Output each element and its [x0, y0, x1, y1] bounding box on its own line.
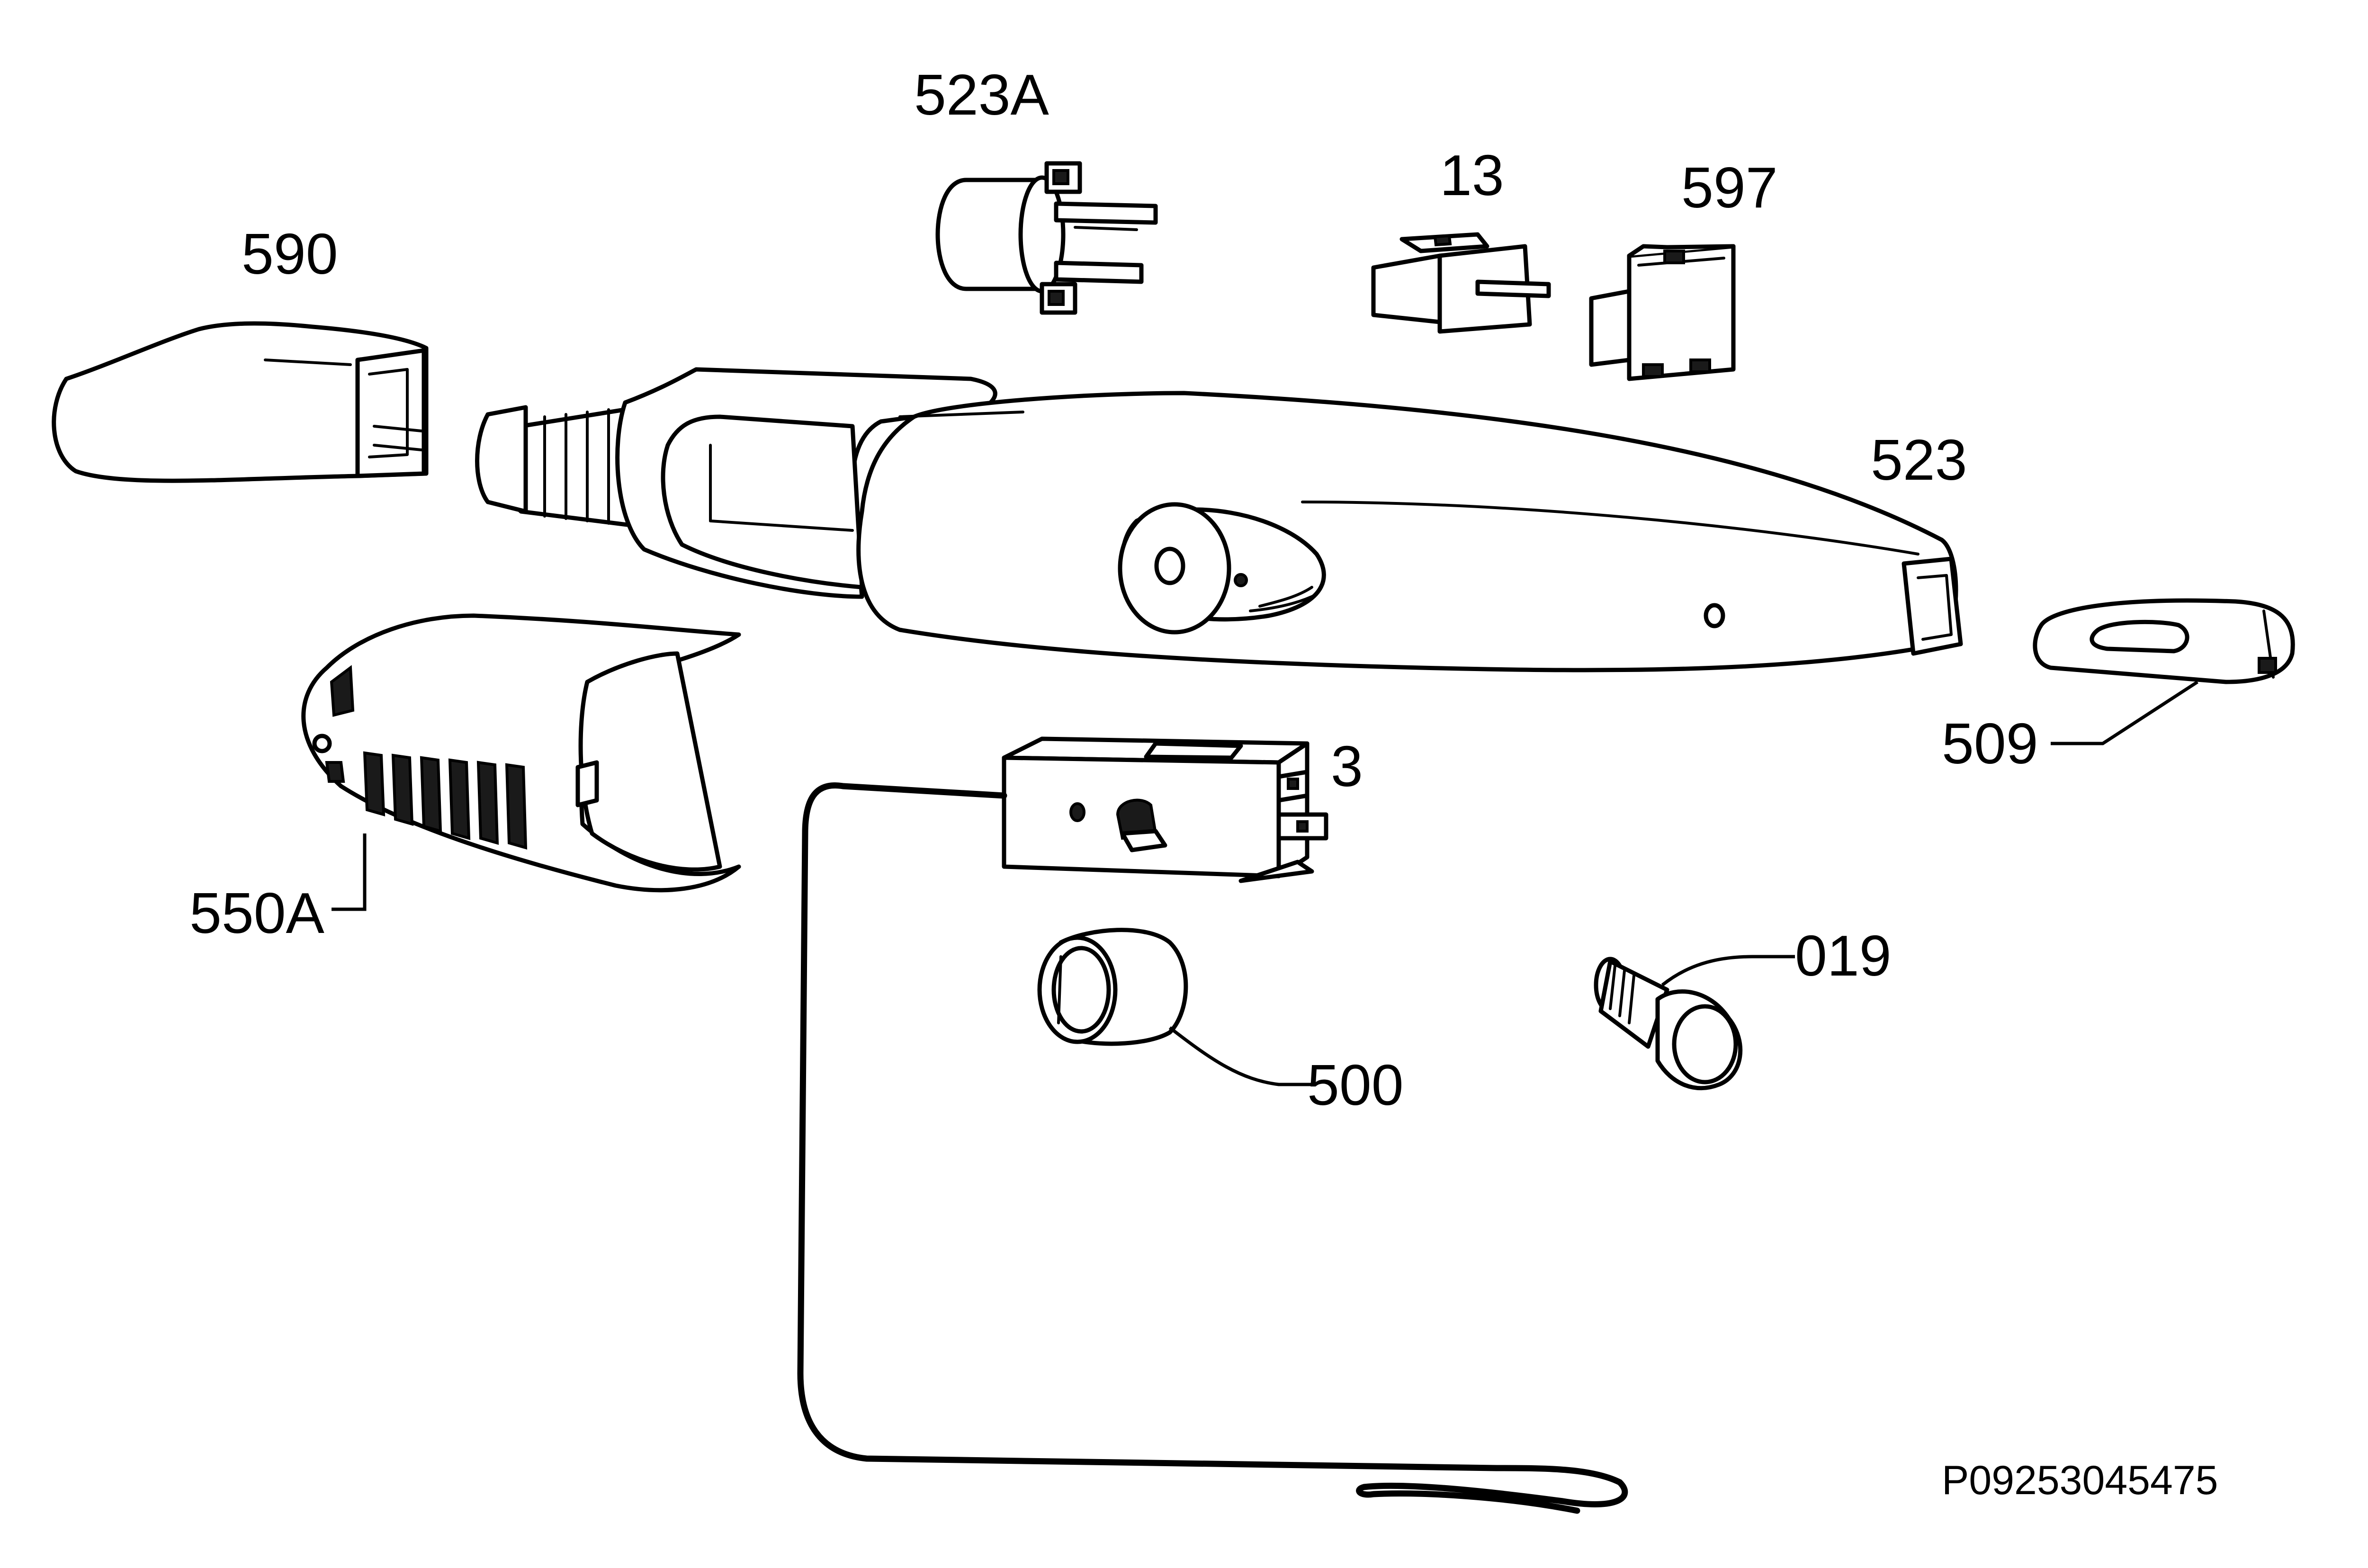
part-590-end-cap: [52, 321, 429, 483]
callout-550A: 550A: [189, 881, 325, 945]
callout-523: 523: [1871, 428, 1967, 492]
part-3-thermostat: [1002, 736, 1328, 883]
part-523A-lamp-holder: [935, 161, 1158, 315]
callout-3: 3: [1331, 734, 1363, 798]
part-523-main-housing: [475, 367, 1963, 672]
capillary-tube: [797, 782, 1628, 1514]
drawing-reference-code: P09253045475: [1942, 1458, 2218, 1503]
callout-523A: 523A: [914, 63, 1049, 127]
callout-019: 019: [1795, 923, 1892, 988]
part-509-lamp-cover: [2033, 598, 2295, 745]
part-597-switch-cover: [1589, 244, 1736, 381]
callout-590: 590: [242, 222, 338, 286]
callout-509: 509: [1942, 711, 2038, 776]
part-13-switch: [1371, 232, 1551, 334]
callout-13: 13: [1440, 143, 1504, 207]
part-500-knob-ring: [1037, 928, 1312, 1086]
part-550A-grille-cover: [301, 613, 741, 911]
callout-597: 597: [1681, 155, 1778, 220]
part-019-spindle: [1594, 955, 1795, 1091]
callout-500: 500: [1307, 1053, 1404, 1117]
